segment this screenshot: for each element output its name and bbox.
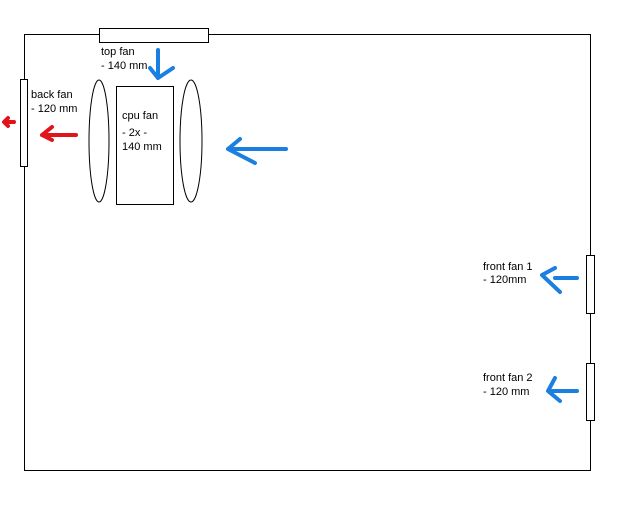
cpu-fan-count: - 2x - <box>122 127 148 139</box>
front-fan-2-shape <box>586 363 595 421</box>
top-fan-label: top fan <box>101 46 135 58</box>
top-fan-size: - 140 mm <box>101 60 148 72</box>
back-fan-shape <box>20 79 28 167</box>
top-intake-arrow-icon <box>148 48 175 80</box>
front-fan-2-intake-arrow-icon <box>546 376 579 403</box>
cpu-fan-label: cpu fan <box>122 110 159 122</box>
front-fan-1-intake-arrow-icon <box>540 266 579 294</box>
cpu-heatsink-shape <box>116 86 174 205</box>
cpu-fan-left-shape <box>88 79 110 203</box>
back-exhaust-arrow-icon <box>40 125 78 142</box>
front-fan-1-label: front fan 1 <box>483 261 533 273</box>
front-fan-2-size: - 120 mm <box>483 386 530 398</box>
front-fan-1-shape <box>586 255 595 314</box>
exhaust-out-arrow-icon <box>2 116 16 128</box>
back-fan-label: back fan <box>31 89 73 101</box>
front-fan-2-label: front fan 2 <box>483 372 533 384</box>
back-fan-size: - 120 mm <box>31 103 78 115</box>
case-outline <box>24 34 591 471</box>
cpu-fan-right-shape <box>179 79 203 203</box>
cpu-airflow-arrow-icon <box>226 137 288 165</box>
front-fan-1-size: - 120mm <box>483 274 527 286</box>
cpu-fan-size: 140 mm <box>122 141 162 153</box>
top-fan-shape <box>99 28 209 43</box>
